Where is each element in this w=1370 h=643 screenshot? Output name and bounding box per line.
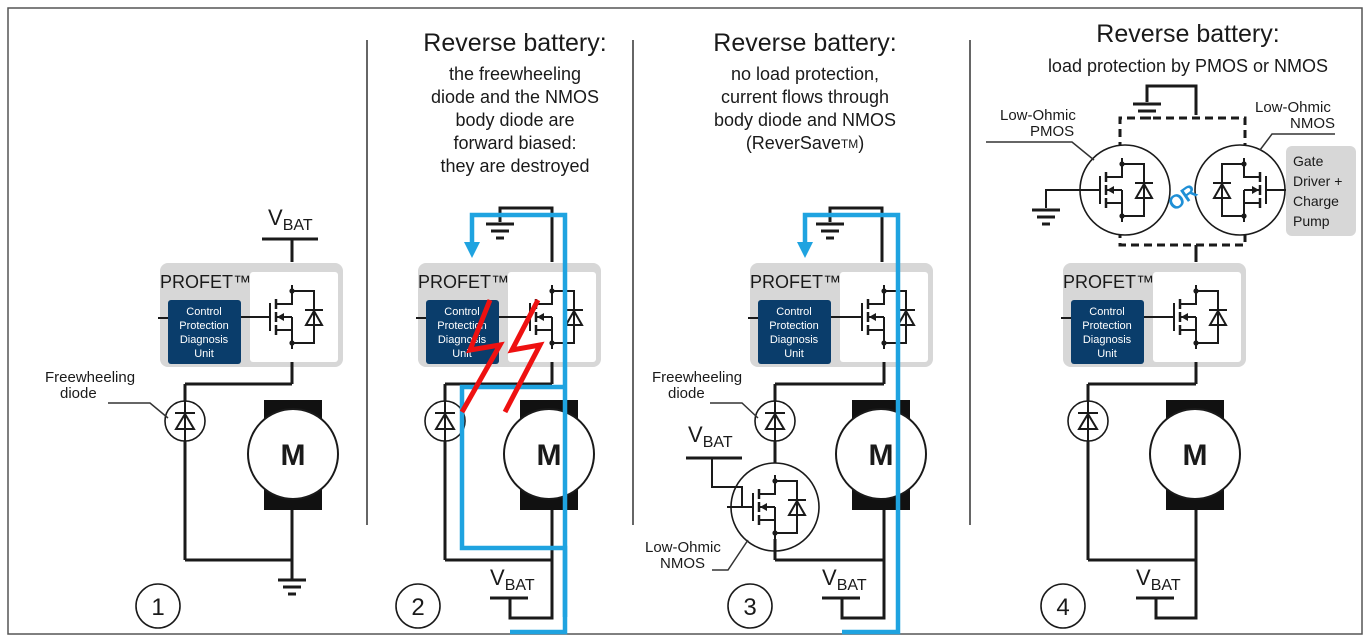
svg-text:Diagnosis: Diagnosis [180, 334, 229, 346]
svg-text:body diode and NMOS: body diode and NMOS [714, 110, 896, 130]
svg-text:they are destroyed: they are destroyed [440, 156, 589, 176]
panel-number-4 [1040, 583, 1086, 629]
panel-number-2 [395, 583, 441, 629]
svg-text:Protection: Protection [769, 320, 819, 332]
svg-text:PROFET™: PROFET™ [750, 272, 841, 292]
svg-text:Protection: Protection [437, 320, 487, 332]
svg-text:PROFET™: PROFET™ [1063, 272, 1154, 292]
switch-area [250, 272, 338, 362]
gate-driver-box [1286, 146, 1356, 236]
control-unit [168, 300, 241, 364]
svg-text:M: M [1183, 439, 1208, 472]
ground-symbol [484, 222, 516, 240]
vbat-label: VBAT [490, 565, 535, 594]
svg-text:4: 4 [1056, 594, 1069, 621]
svg-text:Unit: Unit [1097, 348, 1117, 360]
current-path [469, 212, 568, 617]
svg-text:Control: Control [444, 306, 479, 318]
svg-text:diode and the NMOS: diode and the NMOS [431, 87, 599, 107]
panel-title: Reverse battery: [1096, 20, 1279, 48]
svg-text:Unit: Unit [784, 348, 804, 360]
svg-text:diode: diode [60, 385, 97, 402]
svg-text:Freewheeling: Freewheeling [45, 369, 135, 386]
vbat-label-2: VBAT [688, 422, 733, 451]
panel-2: Reverse battery: the freewheeling diode … [395, 29, 607, 635]
svg-text:Low-Ohmic: Low-Ohmic [645, 539, 721, 556]
svg-text:Control: Control [776, 306, 811, 318]
svg-text:current flows through: current flows through [721, 87, 889, 107]
panel-1: VBAT PROFET™ Control Protection Diagnosi… [45, 205, 343, 629]
ground-symbol [276, 578, 308, 596]
svg-text:Unit: Unit [452, 348, 472, 360]
panel-title: Reverse battery: [713, 29, 896, 57]
svg-text:Diagnosis: Diagnosis [438, 334, 487, 346]
profet-label: PROFET™ [160, 272, 251, 292]
motor [503, 408, 595, 500]
svg-text:body diode are: body diode are [455, 110, 574, 130]
or-dashed-bottom [1118, 230, 1247, 247]
svg-text:NMOS: NMOS [660, 555, 705, 572]
ground-symbol [814, 222, 846, 240]
svg-text:Diagnosis: Diagnosis [1083, 334, 1132, 346]
svg-text:Unit: Unit [194, 348, 214, 360]
panel-number-3 [727, 583, 773, 629]
motor [1149, 408, 1241, 500]
panel-3: Reverse battery: no load protection, cur… [645, 29, 933, 635]
or-dashed-top [1118, 116, 1247, 150]
svg-text:NMOS: NMOS [1290, 115, 1335, 132]
svg-text:diode: diode [668, 385, 705, 402]
svg-text:Control: Control [186, 306, 221, 318]
svg-text:PROFET™: PROFET™ [418, 272, 509, 292]
svg-text:1: 1 [151, 594, 164, 621]
vbat-label: VBAT [822, 565, 867, 594]
svg-text:Charge: Charge [1293, 193, 1339, 209]
svg-text:PMOS: PMOS [1030, 123, 1074, 140]
ground-symbol [1030, 208, 1062, 226]
svg-text:Low-Ohmic: Low-Ohmic [1255, 99, 1331, 116]
panel-title: Reverse battery: [423, 29, 606, 57]
vbat-label: VBAT [1136, 565, 1181, 594]
svg-text:Diagnosis: Diagnosis [770, 334, 819, 346]
svg-text:Low-Ohmic: Low-Ohmic [1000, 107, 1076, 124]
svg-text:3: 3 [743, 594, 756, 621]
svg-text:2: 2 [411, 594, 424, 621]
current-path [802, 212, 901, 617]
control-unit [1071, 300, 1144, 364]
svg-text:Protection: Protection [1082, 320, 1132, 332]
svg-text:M: M [281, 439, 306, 472]
svg-text:Control: Control [1089, 306, 1124, 318]
svg-text:M: M [537, 439, 562, 472]
svg-text:no load protection,: no load protection, [731, 64, 879, 84]
svg-text:M: M [869, 439, 894, 472]
svg-text:Pump: Pump [1293, 213, 1330, 229]
panel-number-1 [135, 583, 181, 629]
destroyed-bolt [459, 299, 505, 414]
svg-text:Driver +: Driver + [1293, 173, 1342, 189]
svg-text:forward biased:: forward biased: [453, 133, 576, 153]
destroyed-bolt [502, 298, 545, 414]
svg-text:the freewheeling: the freewheeling [449, 64, 581, 84]
svg-text:Freewheeling: Freewheeling [652, 369, 742, 386]
svg-text:(ReverSaveTM): (ReverSaveTM) [746, 133, 864, 153]
ground-symbol [1131, 102, 1163, 120]
svg-text:load protection by PMOS or NMO: load protection by PMOS or NMOS [1048, 56, 1328, 76]
outer-frame [7, 7, 1363, 635]
motor [247, 408, 339, 500]
panel-4: Reverse battery: load protection by PMOS… [986, 20, 1356, 629]
control-unit [758, 300, 831, 364]
svg-text:Protection: Protection [179, 320, 229, 332]
svg-text:Gate: Gate [1293, 153, 1324, 169]
vbat-label: VBAT [268, 205, 313, 234]
motor [835, 408, 927, 500]
